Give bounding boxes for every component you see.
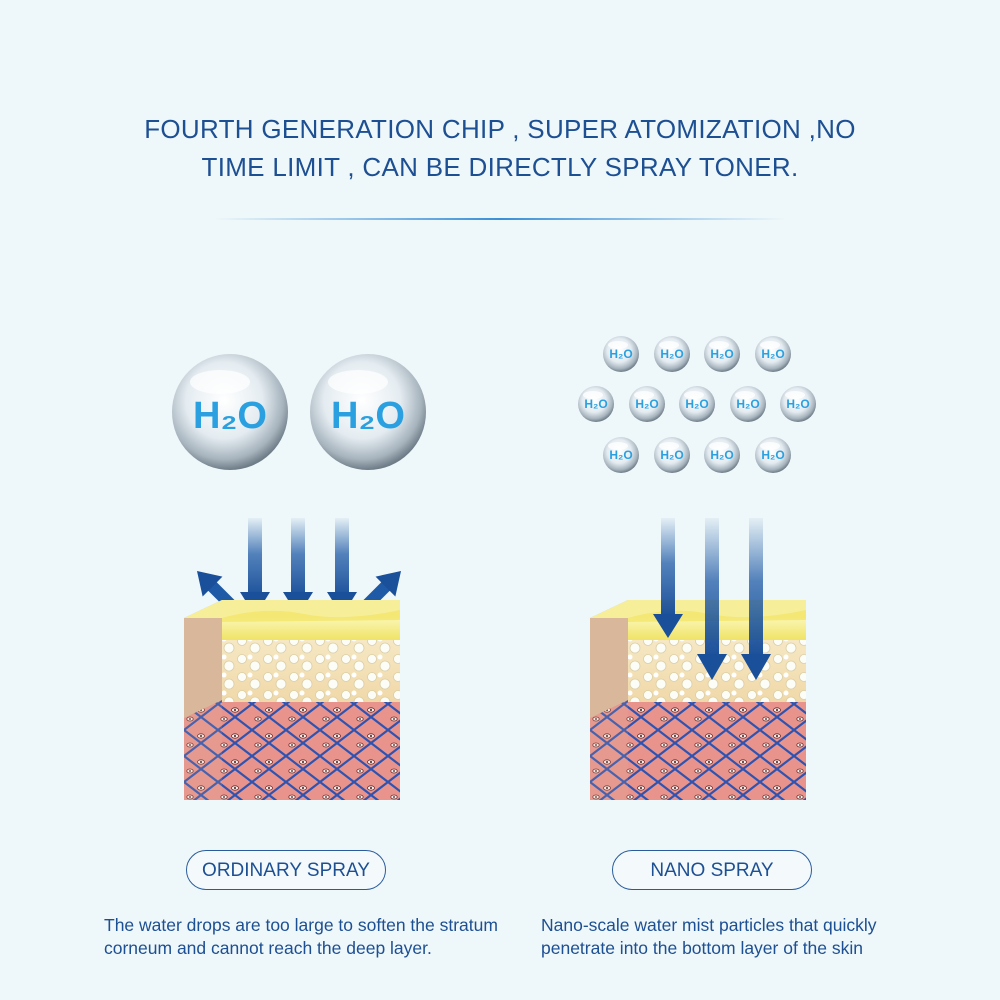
ordinary-spray-label: ORDINARY SPRAY: [186, 850, 386, 890]
divider: [215, 218, 785, 220]
headline: FOURTH GENERATION CHIP , SUPER ATOMIZATI…: [100, 110, 900, 186]
h2o-label: H₂O: [635, 397, 658, 411]
ordinary-water-drop-1: H₂O: [172, 354, 288, 470]
nano-spray-description: Nano-scale water mist particles that qui…: [541, 915, 877, 958]
h2o-label: H₂O: [710, 347, 733, 361]
h2o-label: H₂O: [736, 397, 759, 411]
ordinary-spray-description: The water drops are too large to soften …: [104, 915, 498, 958]
h2o-label: H₂O: [786, 397, 809, 411]
headline-line-1: FOURTH GENERATION CHIP , SUPER ATOMIZATI…: [144, 114, 856, 144]
h2o-label: H₂O: [660, 347, 683, 361]
h2o-label: H₂O: [761, 448, 784, 462]
h2o-label: H₂O: [710, 448, 733, 462]
h2o-label: H₂O: [609, 347, 632, 361]
nano-down-arrows: [653, 518, 771, 680]
h2o-label: H₂O: [584, 397, 607, 411]
nano-skin-diagram: [590, 600, 806, 800]
ordinary-skin-diagram: [184, 600, 400, 800]
h2o-label: H₂O: [660, 448, 683, 462]
nano-spray-label: NANO SPRAY: [612, 850, 812, 890]
nano-mist-particles: H₂O H₂O H₂O H₂O H₂O H₂O H₂O H₂O H₂O H₂O …: [578, 336, 816, 473]
ordinary-water-drop-2: H₂O: [310, 354, 426, 470]
h2o-label: H₂O: [609, 448, 632, 462]
h2o-label: H₂O: [331, 395, 405, 437]
headline-line-2: TIME LIMIT , CAN BE DIRECTLY SPRAY TONER…: [201, 152, 799, 182]
h2o-label: H₂O: [761, 347, 784, 361]
h2o-label: H₂O: [685, 397, 708, 411]
h2o-label: H₂O: [193, 395, 267, 437]
